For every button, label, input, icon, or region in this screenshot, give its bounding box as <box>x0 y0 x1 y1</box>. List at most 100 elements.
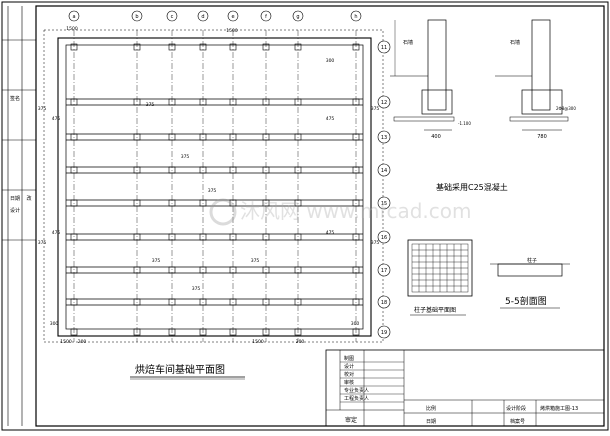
plan-title: 烘焙车间基础平面图 <box>135 363 225 376</box>
column-pad <box>294 166 302 174</box>
column-pad <box>168 133 176 141</box>
title-block-row-label: 设计 <box>344 363 354 370</box>
outer-wall-band <box>57 37 372 337</box>
dim-text: 400 <box>431 134 441 140</box>
column-pad <box>229 199 237 207</box>
column-pad <box>133 199 141 207</box>
strip-label: 签名 <box>10 95 20 102</box>
column-pad <box>262 98 270 106</box>
column-pad <box>133 328 141 336</box>
column-pad <box>229 133 237 141</box>
wall-section-details: 400 石墙 -1.100 780 石墙 2Φ8@300 基础采用C25混凝土 <box>390 19 576 192</box>
column-pad <box>262 199 270 207</box>
dim-text: 375 <box>181 154 190 160</box>
column-pad <box>168 298 176 306</box>
column-pad <box>199 43 207 51</box>
column-footing-detail: 柱子基础平面图 <box>407 239 473 316</box>
dim-text: 375 <box>38 240 47 246</box>
grid-label: 15 <box>381 201 387 207</box>
dim-text: 375 <box>251 258 260 264</box>
section-title: 5-5剖面图 <box>505 295 547 307</box>
column-pad <box>294 298 302 306</box>
archive-label: 档案号 <box>510 418 525 425</box>
column-pad <box>168 166 176 174</box>
section-5-5: 柱子 5-5剖面图 <box>490 257 570 309</box>
watermark-text: 沐风网 www.mfcad.com <box>240 199 472 223</box>
dim-text: 780 <box>537 134 547 140</box>
grid-bubble <box>131 10 143 22</box>
column-pad <box>70 43 78 51</box>
binding-strip: 签名 日期 改 设计 <box>2 6 36 426</box>
grid-label: a <box>72 14 75 20</box>
grid-bubble <box>377 230 391 244</box>
column-pad <box>229 328 237 336</box>
column-pad <box>70 133 78 141</box>
column-pad <box>262 298 270 306</box>
wall-section <box>531 19 551 111</box>
grid-label: 19 <box>381 330 387 336</box>
grid-label: 18 <box>381 300 387 306</box>
column-pad <box>133 98 141 106</box>
grid-label: f <box>265 14 267 20</box>
column-pad <box>70 166 78 174</box>
column-pad <box>294 98 302 106</box>
column-detail-title: 柱子基础平面图 <box>414 306 456 314</box>
dim-text: 375 <box>371 106 380 112</box>
grid-label: 13 <box>381 135 387 141</box>
column-pad <box>262 328 270 336</box>
grid-bubble <box>377 40 391 54</box>
column-pad <box>352 133 360 141</box>
column-pad <box>294 133 302 141</box>
grid-bubble <box>377 263 391 277</box>
column-pad <box>229 298 237 306</box>
footing-section <box>521 89 563 115</box>
column-pad <box>352 266 360 274</box>
grid-label: 16 <box>381 235 387 241</box>
grid-bubble <box>377 163 391 177</box>
rebar-label: 2Φ8@300 <box>556 106 576 111</box>
grid-bubble <box>350 10 362 22</box>
column-pad <box>229 98 237 106</box>
dim-text: 200 <box>78 339 87 345</box>
column-pad <box>133 233 141 241</box>
column-pad <box>352 233 360 241</box>
wall-section <box>427 19 447 111</box>
watermark: 沐风网 www.mfcad.com <box>209 198 472 226</box>
column-pad <box>294 199 302 207</box>
grid-bubble <box>377 95 391 109</box>
grid-bubble <box>377 325 391 339</box>
column-pad <box>294 266 302 274</box>
title-block-row-label: 专业负责人 <box>344 387 369 394</box>
strip-label: 日期 <box>10 196 20 202</box>
design-stage-label: 设计阶段 <box>506 405 526 412</box>
column-pad <box>70 298 78 306</box>
drawing-number: 烤烘箱施工图-13 <box>540 405 578 412</box>
column-pad <box>262 166 270 174</box>
column-pad <box>352 43 360 51</box>
dim-text: 1500 <box>226 28 238 34</box>
grid-label: h <box>354 14 357 20</box>
column-pad <box>133 133 141 141</box>
dim-text: 375 <box>192 286 201 292</box>
column-pad <box>168 328 176 336</box>
column-pad <box>199 298 207 306</box>
column-pad <box>199 133 207 141</box>
dim-text: 300 <box>351 321 360 327</box>
column-pad <box>199 328 207 336</box>
grid-bubble <box>197 10 209 22</box>
mark-label: -1.100 <box>458 121 471 126</box>
grid-bubble <box>292 10 304 22</box>
grid-bubble <box>227 10 239 22</box>
grid-label: g <box>296 14 299 20</box>
column-pad <box>199 266 207 274</box>
dim-outline <box>43 29 384 343</box>
column-pad <box>133 166 141 174</box>
dim-text: 200 <box>296 339 305 345</box>
grid-label: 14 <box>381 168 387 174</box>
column-pad <box>168 266 176 274</box>
column-pad <box>294 328 302 336</box>
